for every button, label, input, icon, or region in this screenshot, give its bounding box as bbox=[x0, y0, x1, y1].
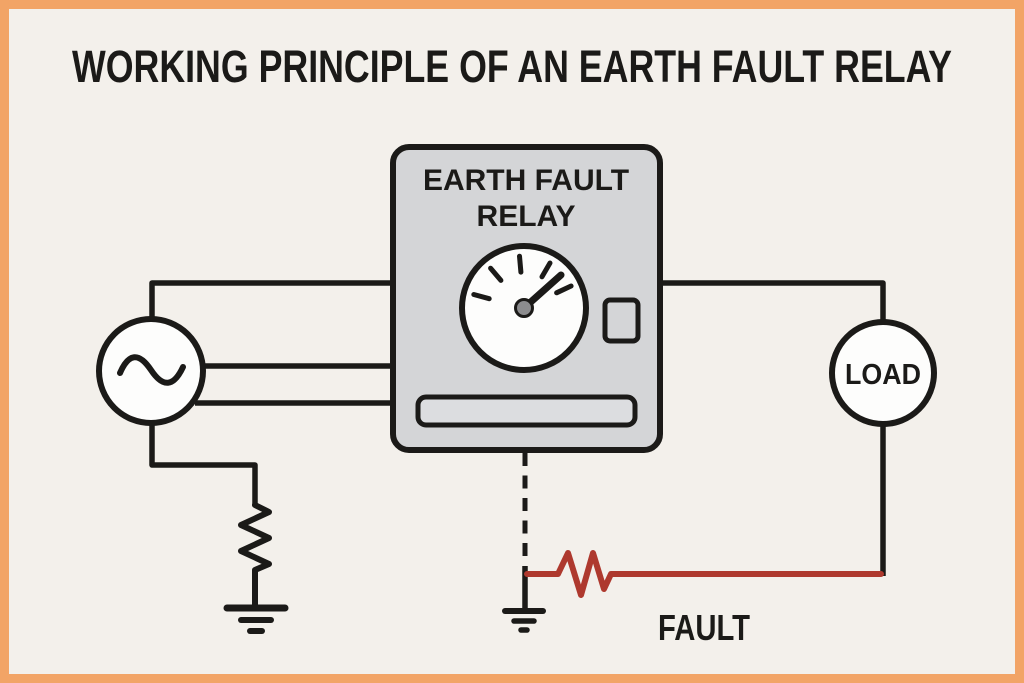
ground-symbol-center bbox=[502, 608, 546, 633]
circuit-wires bbox=[149, 280, 886, 576]
relay-label-line1: EARTH FAULT bbox=[423, 164, 629, 197]
relay-slot bbox=[415, 394, 638, 428]
load-label: LOAD bbox=[845, 359, 921, 391]
earth-fault-relay-box: EARTH FAULT RELAY bbox=[390, 144, 663, 453]
ac-source-symbol bbox=[96, 316, 206, 426]
wire-source-top bbox=[149, 280, 393, 322]
wire-source-to-earth bbox=[149, 421, 258, 505]
sine-wave-icon bbox=[117, 354, 186, 386]
indicator-window bbox=[602, 297, 641, 344]
load-circle bbox=[829, 319, 937, 427]
page-title: WORKING PRINCIPLE OF AN EARTH FAULT RELA… bbox=[72, 41, 952, 92]
relay-label-line2: RELAY bbox=[477, 200, 576, 233]
gauge-icon bbox=[459, 243, 589, 373]
ground-symbol-left bbox=[223, 604, 289, 634]
wire-relay-to-load bbox=[660, 280, 886, 324]
earthing-resistor-icon bbox=[238, 502, 272, 609]
gauge-hub bbox=[514, 298, 534, 318]
fault-resistor-wire bbox=[524, 550, 884, 598]
load-symbol: LOAD bbox=[829, 319, 937, 427]
fault-label: FAULT bbox=[658, 607, 750, 648]
